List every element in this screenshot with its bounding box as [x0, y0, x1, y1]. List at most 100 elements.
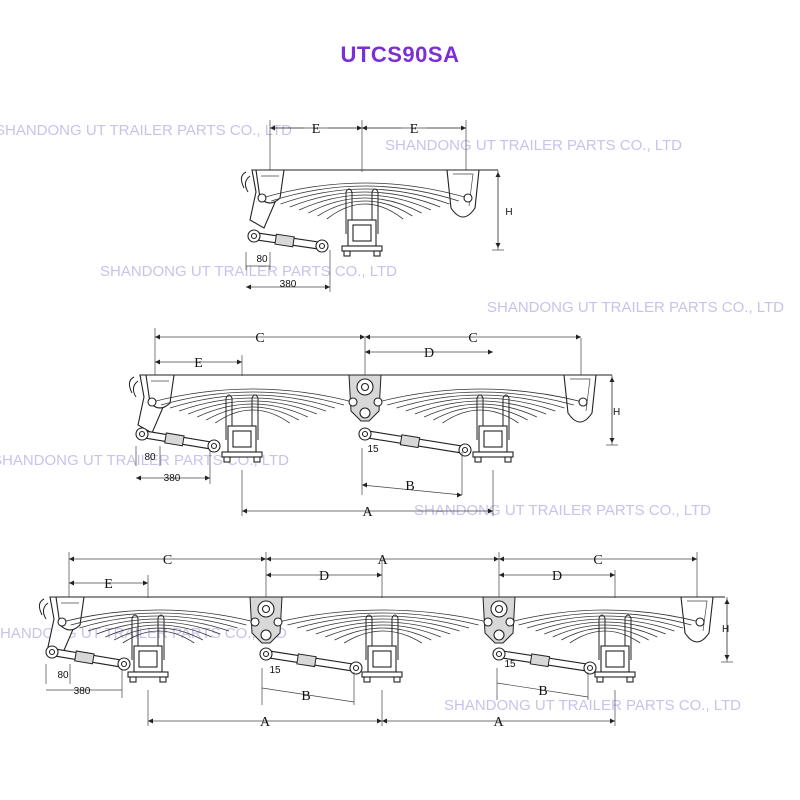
front-hanger-2-hook — [132, 380, 139, 398]
axle-seat-3b-nut — [393, 676, 401, 683]
dim-80-3: 80 — [57, 670, 69, 681]
spring-3b-leaf — [277, 609, 489, 623]
axle-seat-2b-plate — [472, 451, 514, 458]
arrow-head — [136, 475, 141, 481]
axle-seat-2b-nut — [504, 456, 512, 463]
arrow-head — [609, 377, 615, 382]
dim-b-2-label: B — [405, 479, 414, 494]
arrow-head — [362, 125, 367, 131]
spring-3b-eye — [483, 617, 493, 627]
spring-3b-leaf — [287, 612, 479, 626]
axle-seat-2b-nut — [474, 456, 482, 463]
equalizer-3a-pin — [261, 604, 271, 614]
torque-arm-1-pin — [250, 232, 258, 240]
spring-2a-leaf — [160, 391, 345, 406]
axle-seat-3b-axle-inner — [372, 650, 392, 668]
arrow-head — [266, 572, 271, 578]
axle-seat-3c-axle-inner — [605, 650, 625, 668]
dim-380-2: 380 — [164, 473, 181, 484]
arrow-head — [365, 334, 370, 340]
arrow-head — [488, 349, 493, 355]
rear-hanger-2 — [563, 374, 597, 423]
spring-3b-leaf — [334, 627, 432, 641]
torque-arm-3c-pin — [495, 650, 503, 658]
front-hanger-hook — [244, 175, 251, 193]
dim-380-1: 380 — [280, 279, 297, 290]
arrow-head — [576, 334, 581, 340]
arrow-head — [724, 655, 730, 660]
dim-d-3a-label: D — [319, 569, 329, 584]
torque-arm-3a-pin — [48, 648, 56, 656]
dim-d-2-label: D — [424, 346, 434, 361]
spring-3a-eye — [57, 617, 67, 627]
dim-c-3b-label: C — [593, 553, 602, 568]
watermark-text: SHANDONG UT TRAILER PARTS CO., LTD — [385, 137, 682, 154]
arrow-head — [488, 508, 493, 514]
arrow-head — [495, 243, 501, 248]
spring-3c-eye — [695, 617, 705, 627]
arrow-head — [692, 556, 697, 562]
axle-seat-2a-plate — [221, 451, 263, 458]
arrow-head — [610, 718, 615, 724]
axle-seat-3b-ubolt-top — [391, 614, 399, 619]
torque-arm-2a-adjuster — [164, 432, 185, 447]
axle-seat-2b-axle-inner — [483, 430, 503, 448]
spring-2b-leaf — [377, 388, 584, 403]
spring-3b-leaf — [296, 615, 470, 629]
spring-1-leaf — [308, 197, 422, 214]
axle-seat-3c-ubolt-top — [598, 614, 606, 619]
watermark-text: SHANDONG UT TRAILER PARTS CO., LTD — [0, 122, 292, 139]
front-hanger-hook — [240, 171, 247, 189]
arrow-head — [69, 556, 74, 562]
arrow-head — [382, 718, 387, 724]
arrow-head — [461, 125, 466, 131]
torque-arm-3b-adjuster — [296, 653, 317, 668]
spring-3a-eye — [250, 617, 260, 627]
torque-arm-3b-pin — [262, 650, 270, 658]
torque-arm-3a-adjuster — [74, 650, 95, 665]
dim-a-3-top-label: A — [377, 553, 388, 568]
arrow-head — [377, 718, 382, 724]
axle-seat-3b-plate — [361, 671, 403, 678]
axle-seat-1-nut — [343, 250, 351, 257]
equalizer-3b-pin — [494, 604, 504, 614]
axle-seat-3a-ubolt-top — [131, 614, 139, 619]
spring-1-leaf — [289, 191, 441, 208]
axle-seat-3a-axle-inner — [138, 650, 158, 668]
axle-seat-2a-nut — [223, 456, 231, 463]
axle-seat-2a-axle-inner — [232, 430, 252, 448]
dim-15-3a: 15 — [269, 665, 281, 676]
torque-arm-3a-pin — [120, 660, 128, 668]
dim-e-1a-label: E — [312, 122, 321, 137]
front-hanger-2-hook — [128, 376, 135, 394]
dim-80-2: 80 — [144, 452, 156, 463]
dim-a-3a-label: A — [260, 715, 271, 730]
dim-c-2b-label: C — [468, 331, 477, 346]
dim-b-3b: B — [538, 684, 547, 699]
arrow-head — [365, 349, 370, 355]
dim-h-2-label: H — [613, 407, 620, 418]
torque-arm-2b-adjuster — [399, 434, 421, 449]
torque-arm-3c-pin — [586, 664, 594, 672]
arrow-head — [325, 284, 330, 290]
arrow-head — [261, 556, 266, 562]
axle-seat-3a-ubolt-top — [157, 614, 165, 619]
diagram-title: UTCS90SA — [340, 42, 460, 67]
spring-2a-eye — [348, 397, 358, 407]
spring-2b-eye — [578, 397, 588, 407]
spring-1-eye — [463, 193, 473, 203]
dim-e-1b-label: E — [410, 122, 419, 137]
axle-seat-3b-ubolt-top — [365, 614, 373, 619]
arrow-head — [362, 482, 367, 488]
front-hanger-3-hook — [42, 602, 49, 620]
torque-arm-1-adjuster — [274, 233, 295, 248]
axle-seat-2a-ubolt-top — [251, 394, 259, 399]
dim-c-3a-label: C — [163, 553, 172, 568]
axle-seat-3c-nut — [626, 676, 634, 683]
axle-seat-1-plate — [341, 245, 383, 252]
spring-2a-leaf — [151, 388, 354, 403]
axle-seat-1-nut — [373, 250, 381, 257]
arrow-head — [457, 492, 462, 498]
dim-b-line — [261, 687, 355, 703]
